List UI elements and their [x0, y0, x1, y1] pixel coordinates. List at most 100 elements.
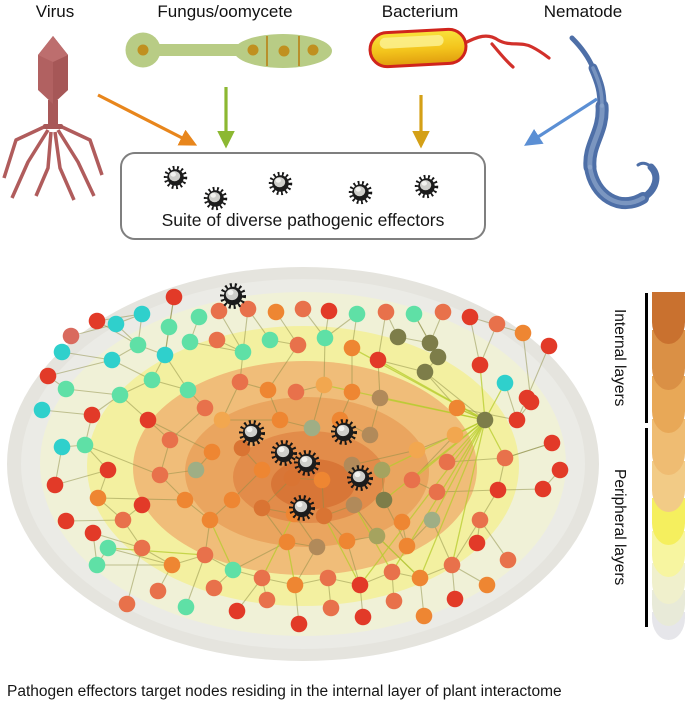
network-node [443, 556, 461, 574]
network-node [446, 426, 464, 444]
network-node [151, 466, 169, 484]
plant-interactome-network [7, 267, 599, 661]
network-node [259, 381, 277, 399]
network-node [224, 561, 242, 579]
spiky-effector-icon [418, 178, 436, 196]
network-node [253, 569, 271, 587]
network-node [181, 333, 199, 351]
network-node [415, 607, 433, 625]
network-node [448, 399, 466, 417]
pathogen-arrows [97, 87, 598, 149]
network-node [319, 569, 337, 587]
network-node [478, 576, 496, 594]
network-node [369, 351, 387, 369]
internal-layers-label: Internal layers [611, 309, 628, 407]
network-node [345, 496, 363, 514]
network-node [461, 308, 479, 326]
network-node [289, 336, 307, 354]
network-node [231, 373, 249, 391]
network-node [57, 380, 75, 398]
network-node [488, 315, 506, 333]
network-node [149, 582, 167, 600]
network-node [278, 533, 296, 551]
network-node [393, 513, 411, 531]
network-node [111, 386, 129, 404]
spiky-effector-icon [272, 175, 290, 193]
network-node [271, 411, 289, 429]
network-node [190, 308, 208, 326]
peripheral-layers-bracket [645, 428, 648, 627]
network-node [476, 411, 494, 429]
network-node [322, 599, 340, 617]
network-node [234, 343, 252, 361]
network-node [196, 399, 214, 417]
network-node [428, 483, 446, 501]
network-node [83, 406, 101, 424]
spiky-effector-icon [167, 169, 185, 187]
network-node [88, 312, 106, 330]
network-node [88, 556, 106, 574]
network-node [133, 539, 151, 557]
network-node [84, 524, 102, 542]
network-node [438, 453, 456, 471]
network-node [383, 563, 401, 581]
network-node [253, 499, 271, 517]
internal-layers-bracket [645, 293, 648, 423]
effector-suite-box: Suite of diverse pathogenic effectors [120, 152, 486, 240]
network-node [315, 507, 333, 525]
virus-label: Virus [35, 2, 75, 21]
bacteriophage-virus-icon [2, 36, 104, 201]
network-node [351, 576, 369, 594]
network-node [233, 439, 251, 457]
network-node [368, 527, 386, 545]
network-node [343, 456, 361, 474]
peripheral-layers-label: Peripheral layers [611, 469, 628, 586]
network-node [508, 411, 526, 429]
fungus-oomycete-spore-icon [125, 32, 332, 68]
network-node [499, 551, 517, 569]
network-node [373, 461, 391, 479]
network-node [165, 288, 183, 306]
network-node [434, 303, 452, 321]
network-node [114, 511, 132, 529]
network-node [403, 471, 421, 489]
network-node [261, 331, 279, 349]
network-node [534, 480, 552, 498]
network-node [228, 602, 246, 620]
network-node [294, 300, 312, 318]
network-node [377, 303, 395, 321]
network-node [354, 608, 372, 626]
network-node [416, 363, 434, 381]
network-node [129, 336, 147, 354]
network-node [53, 343, 71, 361]
network-node [408, 441, 426, 459]
network-node [471, 356, 489, 374]
network-node [53, 438, 71, 456]
spiky-effector-icon [352, 184, 370, 202]
network-node [187, 461, 205, 479]
network-node [39, 367, 57, 385]
network-node [210, 302, 228, 320]
network-node [76, 436, 94, 454]
network-node [496, 374, 514, 392]
nematode-worm-icon [569, 35, 660, 209]
network-node [57, 512, 75, 530]
network-node [308, 538, 326, 556]
network-node [398, 537, 416, 555]
network-node [468, 534, 486, 552]
network-node [343, 383, 361, 401]
network-node [196, 546, 214, 564]
network-node [213, 411, 231, 429]
network-node [303, 419, 321, 437]
network-node [338, 532, 356, 550]
network-node [543, 434, 561, 452]
network-node [253, 461, 271, 479]
network-node [201, 511, 219, 529]
fungus-label: Fungus/oomycete [157, 2, 293, 21]
network-node [133, 305, 151, 323]
network-node [375, 491, 393, 509]
network-node [99, 461, 117, 479]
network-node [421, 334, 439, 352]
network-node [313, 471, 331, 489]
network-node [208, 331, 226, 349]
